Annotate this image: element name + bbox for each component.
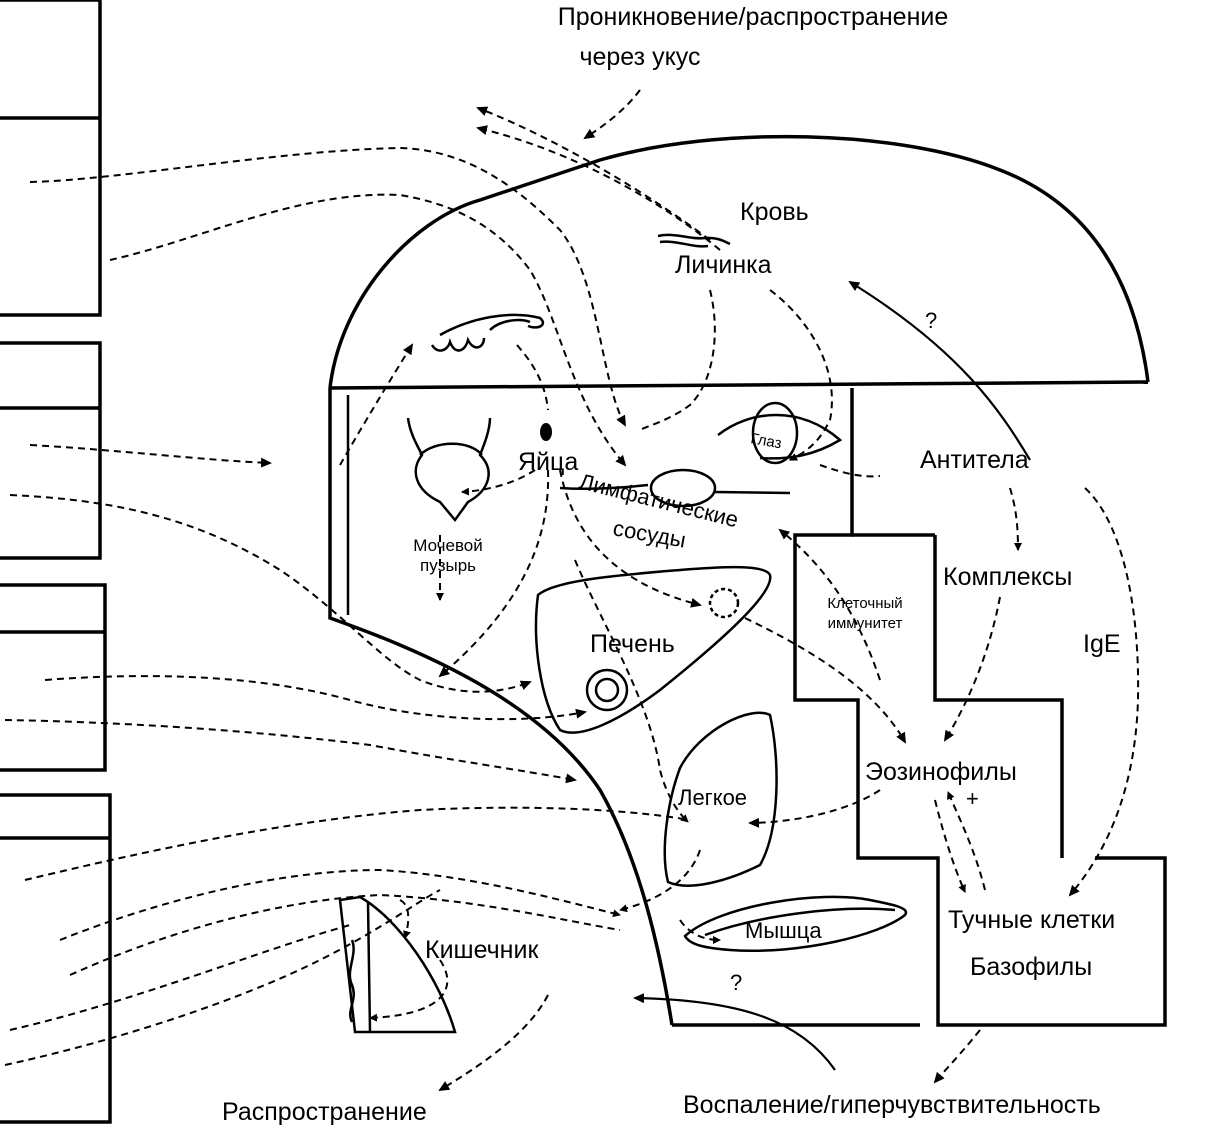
- spread-label: Распространение: [222, 1098, 427, 1126]
- basophils-label: Базофилы: [970, 953, 1092, 981]
- eye-label: Глаз: [749, 430, 783, 452]
- larva-worm-icon: [657, 233, 731, 248]
- lymph-label-line2: сосуды: [611, 515, 688, 552]
- bladder-label-line1: Мочевой: [413, 536, 483, 555]
- eggs-label: Яйца: [518, 448, 578, 476]
- antibodies-label: Антитела: [920, 446, 1029, 474]
- intestine-shape: [338, 895, 457, 1034]
- cellular-immunity-label-line1: Клеточный: [827, 595, 902, 612]
- dashed-arrows: [4, 89, 1140, 1092]
- eosinophils-label: Эозинофилы: [865, 758, 1017, 786]
- cellular-immunity-label-line2: иммунитет: [828, 615, 903, 632]
- bladder-icon: [406, 417, 492, 523]
- left-panel-boxes: [0, 0, 112, 1124]
- bladder-label-line2: пузырь: [420, 556, 476, 575]
- question-mark-antibodies: ?: [925, 308, 937, 333]
- complexes-label: Комплексы: [943, 563, 1072, 591]
- question-mark-inflammation: ?: [730, 970, 742, 995]
- adult-worm-icon: [430, 313, 545, 352]
- lung-label: Легкое: [678, 785, 747, 810]
- body-outline: [328, 134, 1150, 1027]
- intestine-label: Кишечник: [425, 936, 539, 964]
- eye-icon: [717, 401, 843, 465]
- compartment-walls: [793, 388, 1167, 1027]
- larva-label: Личинка: [675, 251, 772, 279]
- muscle-shape: [683, 895, 908, 952]
- liver-label: Печень: [590, 630, 675, 658]
- liver-shape: [534, 565, 772, 734]
- penetration-label-line1: Проникновение/распространение: [558, 3, 949, 31]
- solid-arrows: [633, 280, 1031, 1071]
- blood-label: Кровь: [740, 198, 809, 226]
- lung-shape: [663, 711, 778, 887]
- egg-icon: [540, 423, 552, 441]
- penetration-label-line2: через укус: [579, 43, 700, 71]
- plus-sign: +: [966, 786, 979, 811]
- muscle-label: Мышца: [745, 918, 822, 943]
- mast-cells-label: Тучные клетки: [948, 906, 1115, 934]
- inflammation-label: Воспаление/гиперчувствительность: [683, 1091, 1101, 1119]
- labels: Проникновение/распространение через укус…: [222, 3, 1121, 1126]
- ige-label: IgE: [1083, 630, 1121, 658]
- lymph-node-icon: [559, 468, 791, 508]
